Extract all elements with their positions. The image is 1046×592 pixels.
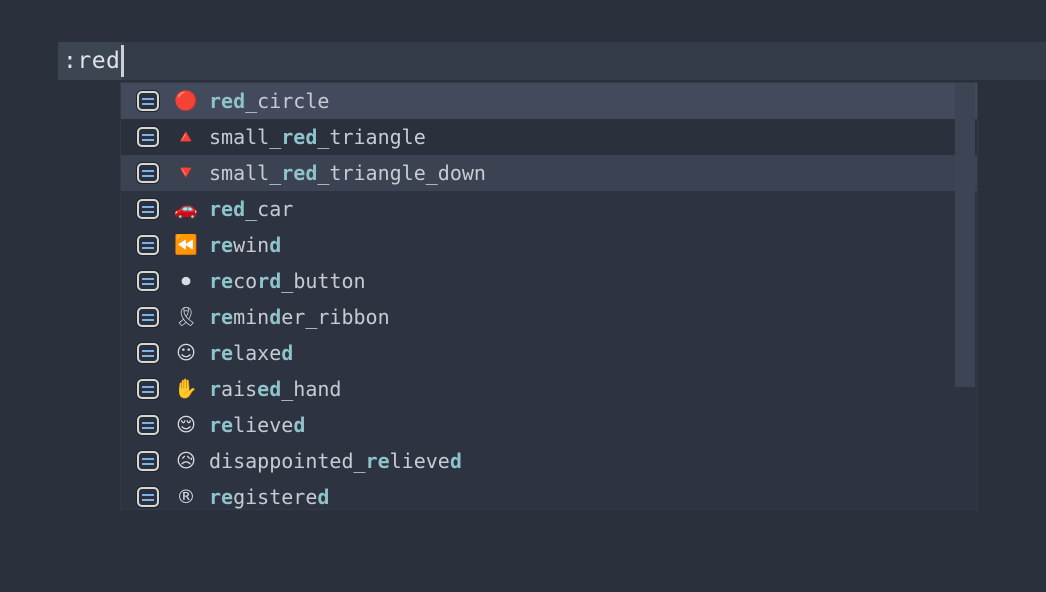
reminder-ribbon-emoji: 🎗 bbox=[173, 305, 199, 328]
completion-item-label: relieved bbox=[209, 413, 306, 437]
property-list-icon bbox=[137, 487, 159, 507]
editor-query-area[interactable]: :red bbox=[58, 42, 125, 80]
small-red-triangle-emoji: 🔺 bbox=[174, 125, 198, 148]
vertical-scrollbar-track[interactable] bbox=[955, 83, 977, 509]
property-list-icon bbox=[137, 271, 159, 291]
completion-item[interactable]: 🎗 reminder_ribbon bbox=[121, 299, 977, 335]
red-circle-emoji: 🔴 bbox=[174, 89, 198, 112]
red-car-emoji: 🚗 bbox=[174, 197, 198, 220]
completion-item-label: disappointed_relieved bbox=[209, 449, 462, 473]
property-list-icon bbox=[137, 91, 159, 111]
relieved-emoji: 😌 bbox=[176, 413, 196, 436]
completion-item-label: rewind bbox=[209, 233, 282, 257]
disappointed-relieved-emoji: 😥 bbox=[176, 449, 196, 472]
completion-item[interactable]: ⏺ record_button bbox=[121, 263, 977, 299]
completion-item-label: red_circle bbox=[209, 89, 330, 113]
completion-item[interactable]: 🚗 red_car bbox=[121, 191, 977, 227]
completion-item-label: small_red_triangle bbox=[209, 125, 426, 149]
search-input[interactable]: :red bbox=[58, 42, 123, 80]
completion-item[interactable]: ✋ raised_hand bbox=[121, 371, 977, 407]
completion-item-label: small_red_triangle_down bbox=[209, 161, 486, 185]
property-list-icon bbox=[137, 235, 159, 255]
completion-item[interactable]: ® registered bbox=[121, 479, 977, 509]
property-list-icon bbox=[137, 343, 159, 363]
completion-item[interactable]: 🔴 red_circle bbox=[121, 83, 977, 119]
completion-item-label: red_car bbox=[209, 197, 294, 221]
text-caret bbox=[121, 45, 125, 77]
property-list-icon bbox=[137, 379, 159, 399]
completion-item-label: relaxed bbox=[209, 341, 294, 365]
small-red-triangle-down-emoji: 🔻 bbox=[174, 161, 198, 184]
rewind-emoji: ⏪ bbox=[174, 233, 198, 256]
current-line-highlight bbox=[58, 42, 1046, 80]
raised-hand-emoji: ✋ bbox=[174, 377, 198, 400]
completion-item[interactable]: 🔺 small_red_triangle bbox=[121, 119, 977, 155]
vertical-scrollbar-thumb[interactable] bbox=[955, 83, 975, 387]
completion-item-label: reminder_ribbon bbox=[209, 305, 390, 329]
completion-list[interactable]: 🔴 red_circle 🔺 small_red_triangle 🔻 small_red… bbox=[121, 83, 977, 509]
property-list-icon bbox=[137, 163, 159, 183]
completion-popup[interactable]: 🔴 red_circle 🔺 small_red_triangle 🔻 small_red… bbox=[120, 82, 978, 510]
record-button-emoji: ⏺ bbox=[181, 269, 191, 292]
completion-item[interactable]: 🔻 small_red_triangle_down bbox=[121, 155, 977, 191]
completion-item[interactable]: 😥 disappointed_relieved bbox=[121, 443, 977, 479]
property-list-icon bbox=[137, 451, 159, 471]
registered-emoji: ® bbox=[176, 485, 196, 508]
completion-item[interactable]: 😌 relieved bbox=[121, 407, 977, 443]
completion-item[interactable]: ☺ relaxed bbox=[121, 335, 977, 371]
completion-item-label: registered bbox=[209, 485, 330, 509]
completion-item[interactable]: ⏪ rewind bbox=[121, 227, 977, 263]
relaxed-emoji: ☺ bbox=[176, 341, 196, 364]
property-list-icon bbox=[137, 307, 159, 327]
property-list-icon bbox=[137, 127, 159, 147]
property-list-icon bbox=[137, 199, 159, 219]
completion-item-label: record_button bbox=[209, 269, 366, 293]
completion-item-label: raised_hand bbox=[209, 377, 342, 401]
property-list-icon bbox=[137, 415, 159, 435]
